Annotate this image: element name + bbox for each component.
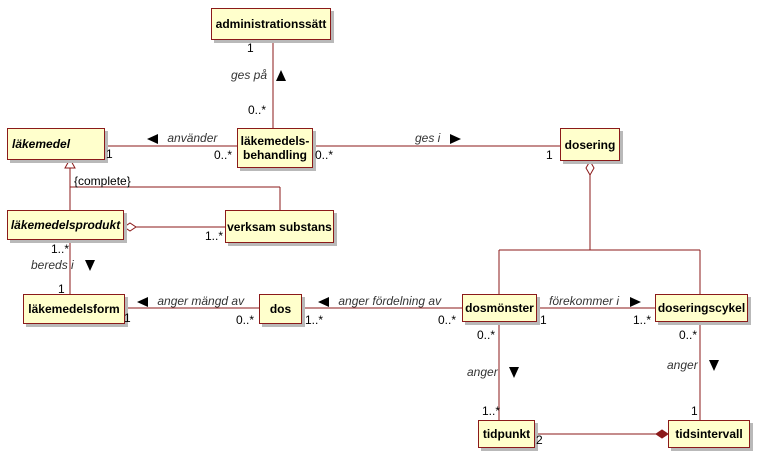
assoc-label-anger-fordelning-av: anger fördelning av bbox=[318, 294, 441, 308]
multiplicity: 0..* bbox=[236, 313, 255, 327]
class-lakemedelsbehandling[interactable]: läkemedels- behandling bbox=[237, 128, 313, 168]
class-dosering[interactable]: dosering bbox=[560, 128, 620, 161]
multiplicity: 1 bbox=[546, 148, 553, 162]
class-administrationssatt[interactable]: administrationssätt bbox=[211, 8, 331, 40]
class-doseringscykel[interactable]: doseringscykel bbox=[655, 294, 748, 322]
direction-down-icon bbox=[709, 360, 720, 372]
assoc-label-forekommer-i: förekommer i bbox=[549, 294, 642, 308]
assoc-label-bereds-i: bereds i bbox=[31, 258, 96, 272]
class-name: dosmönster bbox=[465, 301, 534, 315]
direction-left-icon bbox=[147, 133, 158, 144]
assoc-label-anger-mangd-av: anger mängd av bbox=[137, 294, 244, 308]
assoc-label-anger-doseringscykel: anger bbox=[667, 358, 720, 372]
assoc-text: anger bbox=[467, 365, 498, 379]
multiplicity: 0..* bbox=[679, 328, 698, 342]
multiplicity: 1 bbox=[691, 404, 698, 418]
multiplicity: 1 bbox=[247, 41, 254, 55]
class-name: tidpunkt bbox=[482, 427, 531, 441]
assoc-text: anger fördelning av bbox=[338, 294, 442, 308]
class-name: dos bbox=[269, 302, 292, 316]
assoc-text: ges i bbox=[415, 131, 441, 145]
direction-right-icon bbox=[449, 133, 461, 144]
multiplicity: 1..* bbox=[205, 229, 224, 243]
class-name: dosering bbox=[564, 137, 616, 152]
multiplicity: 1 bbox=[540, 313, 547, 327]
direction-left-icon bbox=[318, 296, 329, 307]
direction-up-icon bbox=[276, 70, 287, 82]
direction-down-icon bbox=[85, 260, 96, 272]
class-lakemedelsform[interactable]: läkemedelsform bbox=[23, 294, 125, 324]
multiplicity: 1 bbox=[58, 282, 65, 296]
assoc-label-ges-pa: ges på bbox=[231, 68, 287, 82]
multiplicity: 0..* bbox=[477, 328, 496, 342]
class-name: läkemedelsprodukt bbox=[10, 218, 121, 232]
assoc-text: ges på bbox=[231, 68, 268, 82]
class-name: verksam substans bbox=[227, 219, 332, 234]
class-name: doseringscykel bbox=[657, 301, 746, 315]
multiplicity: 2 bbox=[536, 433, 543, 447]
class-lakemedelsprodukt[interactable]: läkemedelsprodukt bbox=[7, 210, 124, 240]
multiplicity: 1 bbox=[124, 311, 131, 325]
assoc-text: förekommer i bbox=[549, 294, 620, 308]
generalization-constraint: {complete} bbox=[74, 174, 131, 188]
assoc-label-ges-i: ges i bbox=[415, 131, 461, 145]
multiplicity: 1..* bbox=[482, 404, 501, 418]
class-name-line1: läkemedels- bbox=[240, 134, 310, 148]
class-tidpunkt[interactable]: tidpunkt bbox=[478, 420, 535, 448]
multiplicity: 1..* bbox=[633, 313, 652, 327]
direction-left-icon bbox=[137, 296, 148, 307]
multiplicity: 0..* bbox=[315, 148, 334, 162]
assoc-text: anger mängd av bbox=[157, 294, 245, 308]
class-dosmonster[interactable]: dosmönster bbox=[462, 294, 537, 322]
multiplicity: 1..* bbox=[305, 313, 324, 327]
class-name: läkemedel bbox=[12, 137, 71, 151]
class-name: administrationssätt bbox=[215, 17, 327, 31]
assoc-text: använder bbox=[167, 131, 218, 145]
multiplicity: 0..* bbox=[438, 313, 457, 327]
direction-right-icon bbox=[630, 296, 642, 307]
multiplicity: 1 bbox=[106, 147, 113, 161]
multiplicity: 0..* bbox=[248, 103, 267, 117]
assoc-text: bereds i bbox=[31, 258, 74, 272]
assoc-label-anvander: använder bbox=[147, 131, 217, 145]
assoc-label-anger-dosmonster: anger bbox=[467, 365, 520, 379]
assoc-text: anger bbox=[667, 358, 698, 372]
class-tidsintervall[interactable]: tidsintervall bbox=[668, 420, 750, 448]
multiplicity: 1..* bbox=[51, 242, 70, 256]
class-name: läkemedelsform bbox=[28, 302, 120, 316]
multiplicity: 0..* bbox=[214, 148, 233, 162]
class-lakemedel[interactable]: läkemedel bbox=[7, 128, 105, 160]
direction-down-icon bbox=[509, 367, 520, 379]
class-verksam-substans[interactable]: verksam substans bbox=[225, 210, 334, 243]
class-name-line2: behandling bbox=[243, 148, 307, 162]
class-name: tidsintervall bbox=[675, 427, 743, 441]
class-dos[interactable]: dos bbox=[259, 294, 302, 324]
